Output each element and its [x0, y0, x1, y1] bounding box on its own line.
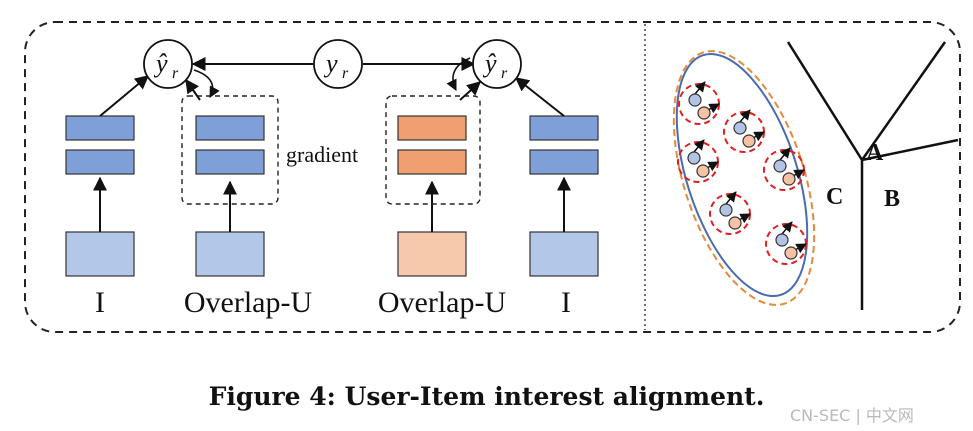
- figure-caption: Figure 4: User-Item interest alignment.: [208, 382, 765, 411]
- prediction-node-left: [143, 39, 193, 89]
- bottom-label-overlap-right: Overlap-U: [378, 286, 507, 319]
- blue-node: [775, 233, 789, 247]
- user-layer-1: [195, 115, 265, 141]
- item-column-right: [514, 77, 599, 277]
- user-item-pair: [765, 221, 807, 265]
- gradient-feedback-arrow: [193, 69, 220, 98]
- gradient-feedback-arrow: [446, 57, 471, 92]
- prediction-node-right: [472, 39, 522, 89]
- arrow-to-yhat: [185, 78, 201, 101]
- item-layer-2: [65, 149, 135, 175]
- arrow-to-yhat: [99, 75, 150, 117]
- pair-arrow: [693, 139, 705, 153]
- user-item-pair: [763, 147, 805, 191]
- gradient-label: gradient: [286, 142, 358, 167]
- orange-node: [742, 134, 756, 148]
- blue-node: [687, 151, 701, 165]
- region-boundary-top: [860, 41, 947, 161]
- label-node-text: y: [323, 49, 338, 78]
- user-layer-2: [195, 149, 265, 175]
- item-layer-1: [65, 115, 135, 141]
- item-layer-1: [529, 115, 599, 141]
- user-item-pair: [678, 81, 720, 125]
- bottom-label-item-right: I: [561, 286, 571, 319]
- pair-arrow: [739, 109, 751, 123]
- arrow-to-yhat: [514, 77, 565, 117]
- user-item-pair: [709, 191, 751, 235]
- pair-arrow: [792, 169, 805, 180]
- orange-node: [697, 106, 711, 120]
- pair-arrow: [694, 81, 706, 95]
- pair-arrow: [752, 131, 765, 142]
- item-layer-2: [529, 149, 599, 175]
- region-label-a: A: [866, 140, 884, 166]
- prediction-label-right: ŷ: [482, 49, 497, 78]
- bottom-label-overlap-left: Overlap-U: [184, 286, 313, 319]
- orange-node: [782, 172, 796, 186]
- pair-arrow: [725, 191, 737, 205]
- item-column-left: [65, 75, 150, 277]
- blue-node: [733, 121, 747, 135]
- orange-node: [728, 216, 742, 230]
- pair-arrow: [781, 221, 793, 235]
- pair-arrow: [707, 103, 720, 114]
- pair-arrow: [706, 161, 719, 172]
- overlap-user-column-blue: [181, 69, 279, 277]
- bottom-label-item-left: I: [95, 286, 105, 319]
- region-boundary-right: [861, 138, 959, 162]
- user-layer-1-orange: [397, 115, 467, 141]
- pair-arrow: [738, 213, 751, 224]
- label-node-subscript: r: [342, 65, 349, 82]
- arrow-to-yhat: [459, 81, 482, 101]
- user-input-box-orange: [397, 231, 467, 277]
- pair-arrow: [779, 147, 791, 161]
- watermark: CN-SEC | 中文网: [790, 406, 914, 425]
- item-input-box: [529, 231, 599, 277]
- orange-dashed-ellipse: [672, 50, 816, 306]
- user-input-box: [195, 231, 265, 277]
- blue-node: [719, 203, 733, 217]
- blue-node: [688, 93, 702, 107]
- gradient-dashed-box-orange: [385, 95, 481, 205]
- prediction-subscript-left: r: [172, 65, 179, 82]
- blue-ellipse: [675, 52, 809, 298]
- blue-node: [773, 159, 787, 173]
- user-item-pair: [677, 139, 719, 183]
- orange-node: [696, 164, 710, 178]
- region-label-b: B: [884, 186, 900, 212]
- orange-node: [784, 246, 798, 260]
- region-label-c: C: [826, 184, 843, 210]
- outer-dashed-frame: [24, 21, 961, 333]
- pair-arrow: [794, 243, 807, 254]
- user-layer-2-orange: [397, 149, 467, 175]
- user-item-pair: [723, 109, 765, 153]
- label-node: [313, 39, 363, 89]
- prediction-subscript-right: r: [501, 65, 508, 82]
- prediction-label-left: ŷ: [153, 49, 168, 78]
- overlap-user-column-orange: [385, 57, 482, 277]
- item-input-box: [65, 231, 135, 277]
- embedding-space: A B C: [672, 41, 959, 310]
